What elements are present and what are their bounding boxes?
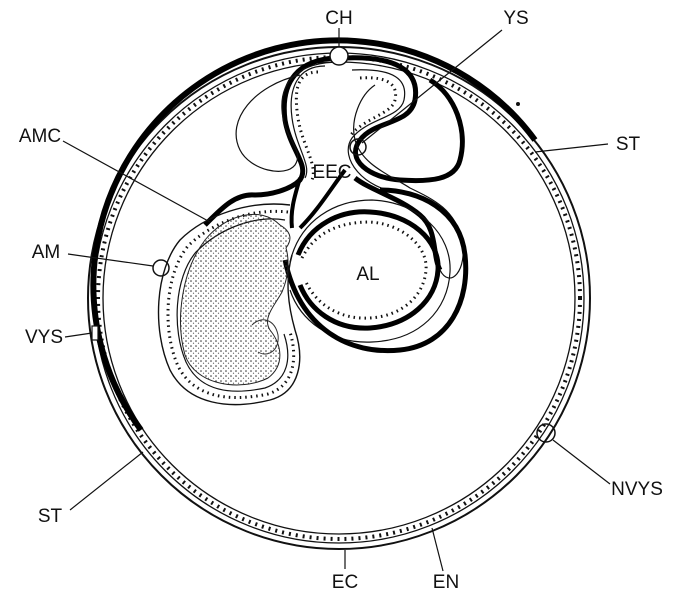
label-al: AL — [356, 264, 379, 285]
label-st-left: ST — [38, 506, 63, 527]
ch-marker — [330, 47, 348, 65]
am-marker — [153, 260, 169, 276]
labels: CH YS AMC ST EEC AM AL VYS NVYS ST EC EN — [19, 8, 663, 593]
dot-marker — [516, 102, 520, 106]
label-st-right: ST — [616, 134, 641, 155]
leader-lines — [63, 28, 610, 571]
visceral-yolk-sac-band — [93, 40, 535, 430]
label-ch: CH — [325, 8, 352, 29]
label-am: AM — [32, 242, 61, 263]
label-eec: EEC — [312, 162, 351, 183]
label-ys: YS — [503, 8, 528, 29]
label-vys: VYS — [25, 327, 63, 348]
label-en: EN — [433, 572, 459, 593]
label-ec: EC — [332, 572, 358, 593]
vys-marker — [92, 326, 98, 340]
outer-membrane — [88, 47, 590, 549]
label-nvys: NVYS — [611, 479, 663, 500]
label-amc: AMC — [19, 126, 61, 147]
embryo-body — [181, 214, 290, 385]
embryo-group — [159, 204, 300, 405]
